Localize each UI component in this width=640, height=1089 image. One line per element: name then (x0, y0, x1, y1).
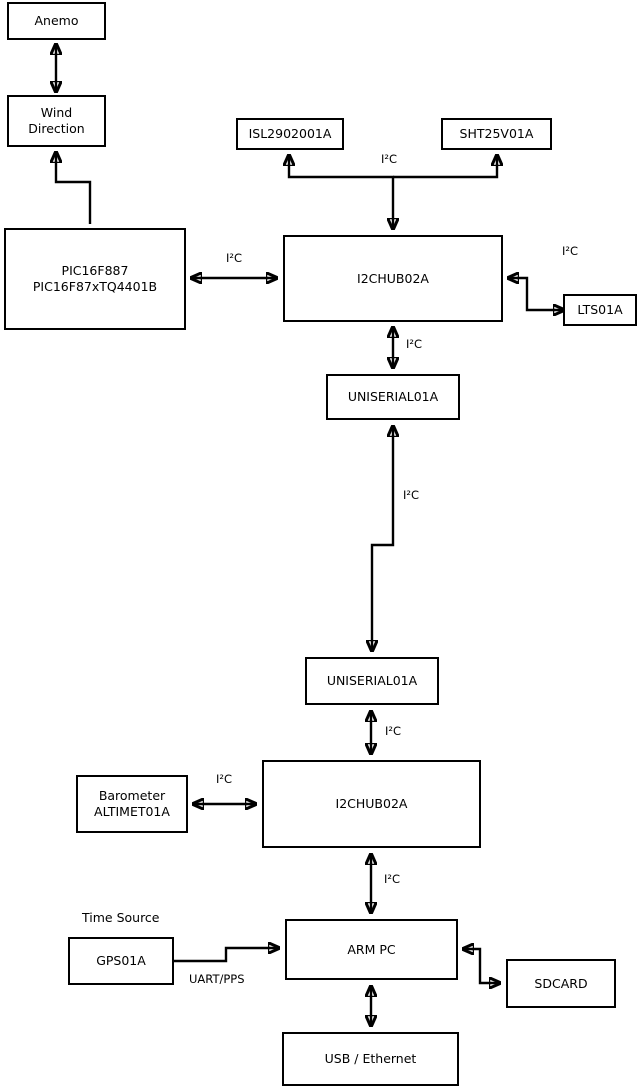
node-wind-direction[interactable]: Wind Direction (7, 95, 106, 147)
edge-label-pic-to-hub: I²C (226, 251, 243, 265)
edge-uniserial-link (372, 426, 393, 651)
node-pic-mcu-label: PIC16F887 PIC16F87xTQ4401B (32, 263, 158, 294)
node-i2chub02a-top[interactable]: I2CHUB02A (283, 235, 503, 322)
node-barometer-altimet01a-label: Barometer ALTIMET01A (94, 788, 170, 819)
node-lts01a-label: LTS01A (577, 302, 623, 318)
node-uniserial01a-top-label: UNISERIAL01A (347, 389, 439, 405)
edge-gps-arm (173, 948, 279, 963)
edge-hub-sensors-bus-right (393, 155, 497, 179)
node-sht25v01a[interactable]: SHT25V01A (441, 118, 552, 150)
node-uniserial01a-bottom-label: UNISERIAL01A (326, 673, 418, 689)
edge-label-barometer-to-hub: I²C (216, 772, 233, 786)
edge-arm-sdcard (463, 949, 500, 983)
node-lts01a[interactable]: LTS01A (563, 294, 637, 326)
node-i2chub02a-bottom-label: I2CHUB02A (335, 796, 408, 812)
node-arm-pc[interactable]: ARM PC (285, 919, 458, 980)
node-gps01a-label: GPS01A (96, 953, 146, 969)
edge-hub-sensors-bus (289, 155, 393, 229)
edge-label-sensors-bus: I²C (381, 152, 398, 166)
node-anemo-label: Anemo (34, 13, 79, 29)
node-anemo[interactable]: Anemo (7, 2, 106, 40)
edge-label-hub-to-lts: I²C (562, 244, 579, 258)
edge-label-hub-to-uniserial: I²C (406, 337, 423, 351)
node-sdcard-label: SDCARD (534, 975, 588, 991)
edge-label-uniserial-to-hub-bottom: I²C (385, 724, 402, 738)
node-sht25v01a-label: SHT25V01A (459, 126, 534, 142)
node-pic-mcu[interactable]: PIC16F887 PIC16F87xTQ4401B (4, 228, 186, 330)
edge-pic-wind (56, 152, 92, 224)
node-arm-pc-label: ARM PC (347, 941, 396, 957)
node-uniserial01a-top[interactable]: UNISERIAL01A (326, 374, 460, 420)
node-i2chub02a-top-label: I2CHUB02A (357, 270, 429, 286)
node-uniserial01a-bottom[interactable]: UNISERIAL01A (305, 657, 439, 705)
edge-label-gps-to-arm: UART/PPS (189, 972, 245, 986)
node-usb-ethernet-label: USB / Ethernet (324, 1051, 417, 1067)
edge-label-hub-bottom-to-arm: I²C (384, 872, 401, 886)
node-isl2902001a[interactable]: ISL2902001A (236, 118, 344, 150)
node-sdcard[interactable]: SDCARD (506, 959, 616, 1008)
label-time-source: Time Source (82, 910, 160, 925)
node-gps01a[interactable]: GPS01A (68, 937, 174, 985)
node-wind-direction-label: Wind Direction (28, 105, 85, 136)
node-usb-ethernet[interactable]: USB / Ethernet (282, 1032, 459, 1086)
edge-label-uniserial-link: I²C (403, 488, 420, 502)
edge-hub-lts (508, 278, 564, 310)
node-i2chub02a-bottom[interactable]: I2CHUB02A (262, 760, 481, 848)
node-barometer-altimet01a[interactable]: Barometer ALTIMET01A (76, 775, 188, 833)
node-isl2902001a-label: ISL2902001A (248, 126, 332, 142)
